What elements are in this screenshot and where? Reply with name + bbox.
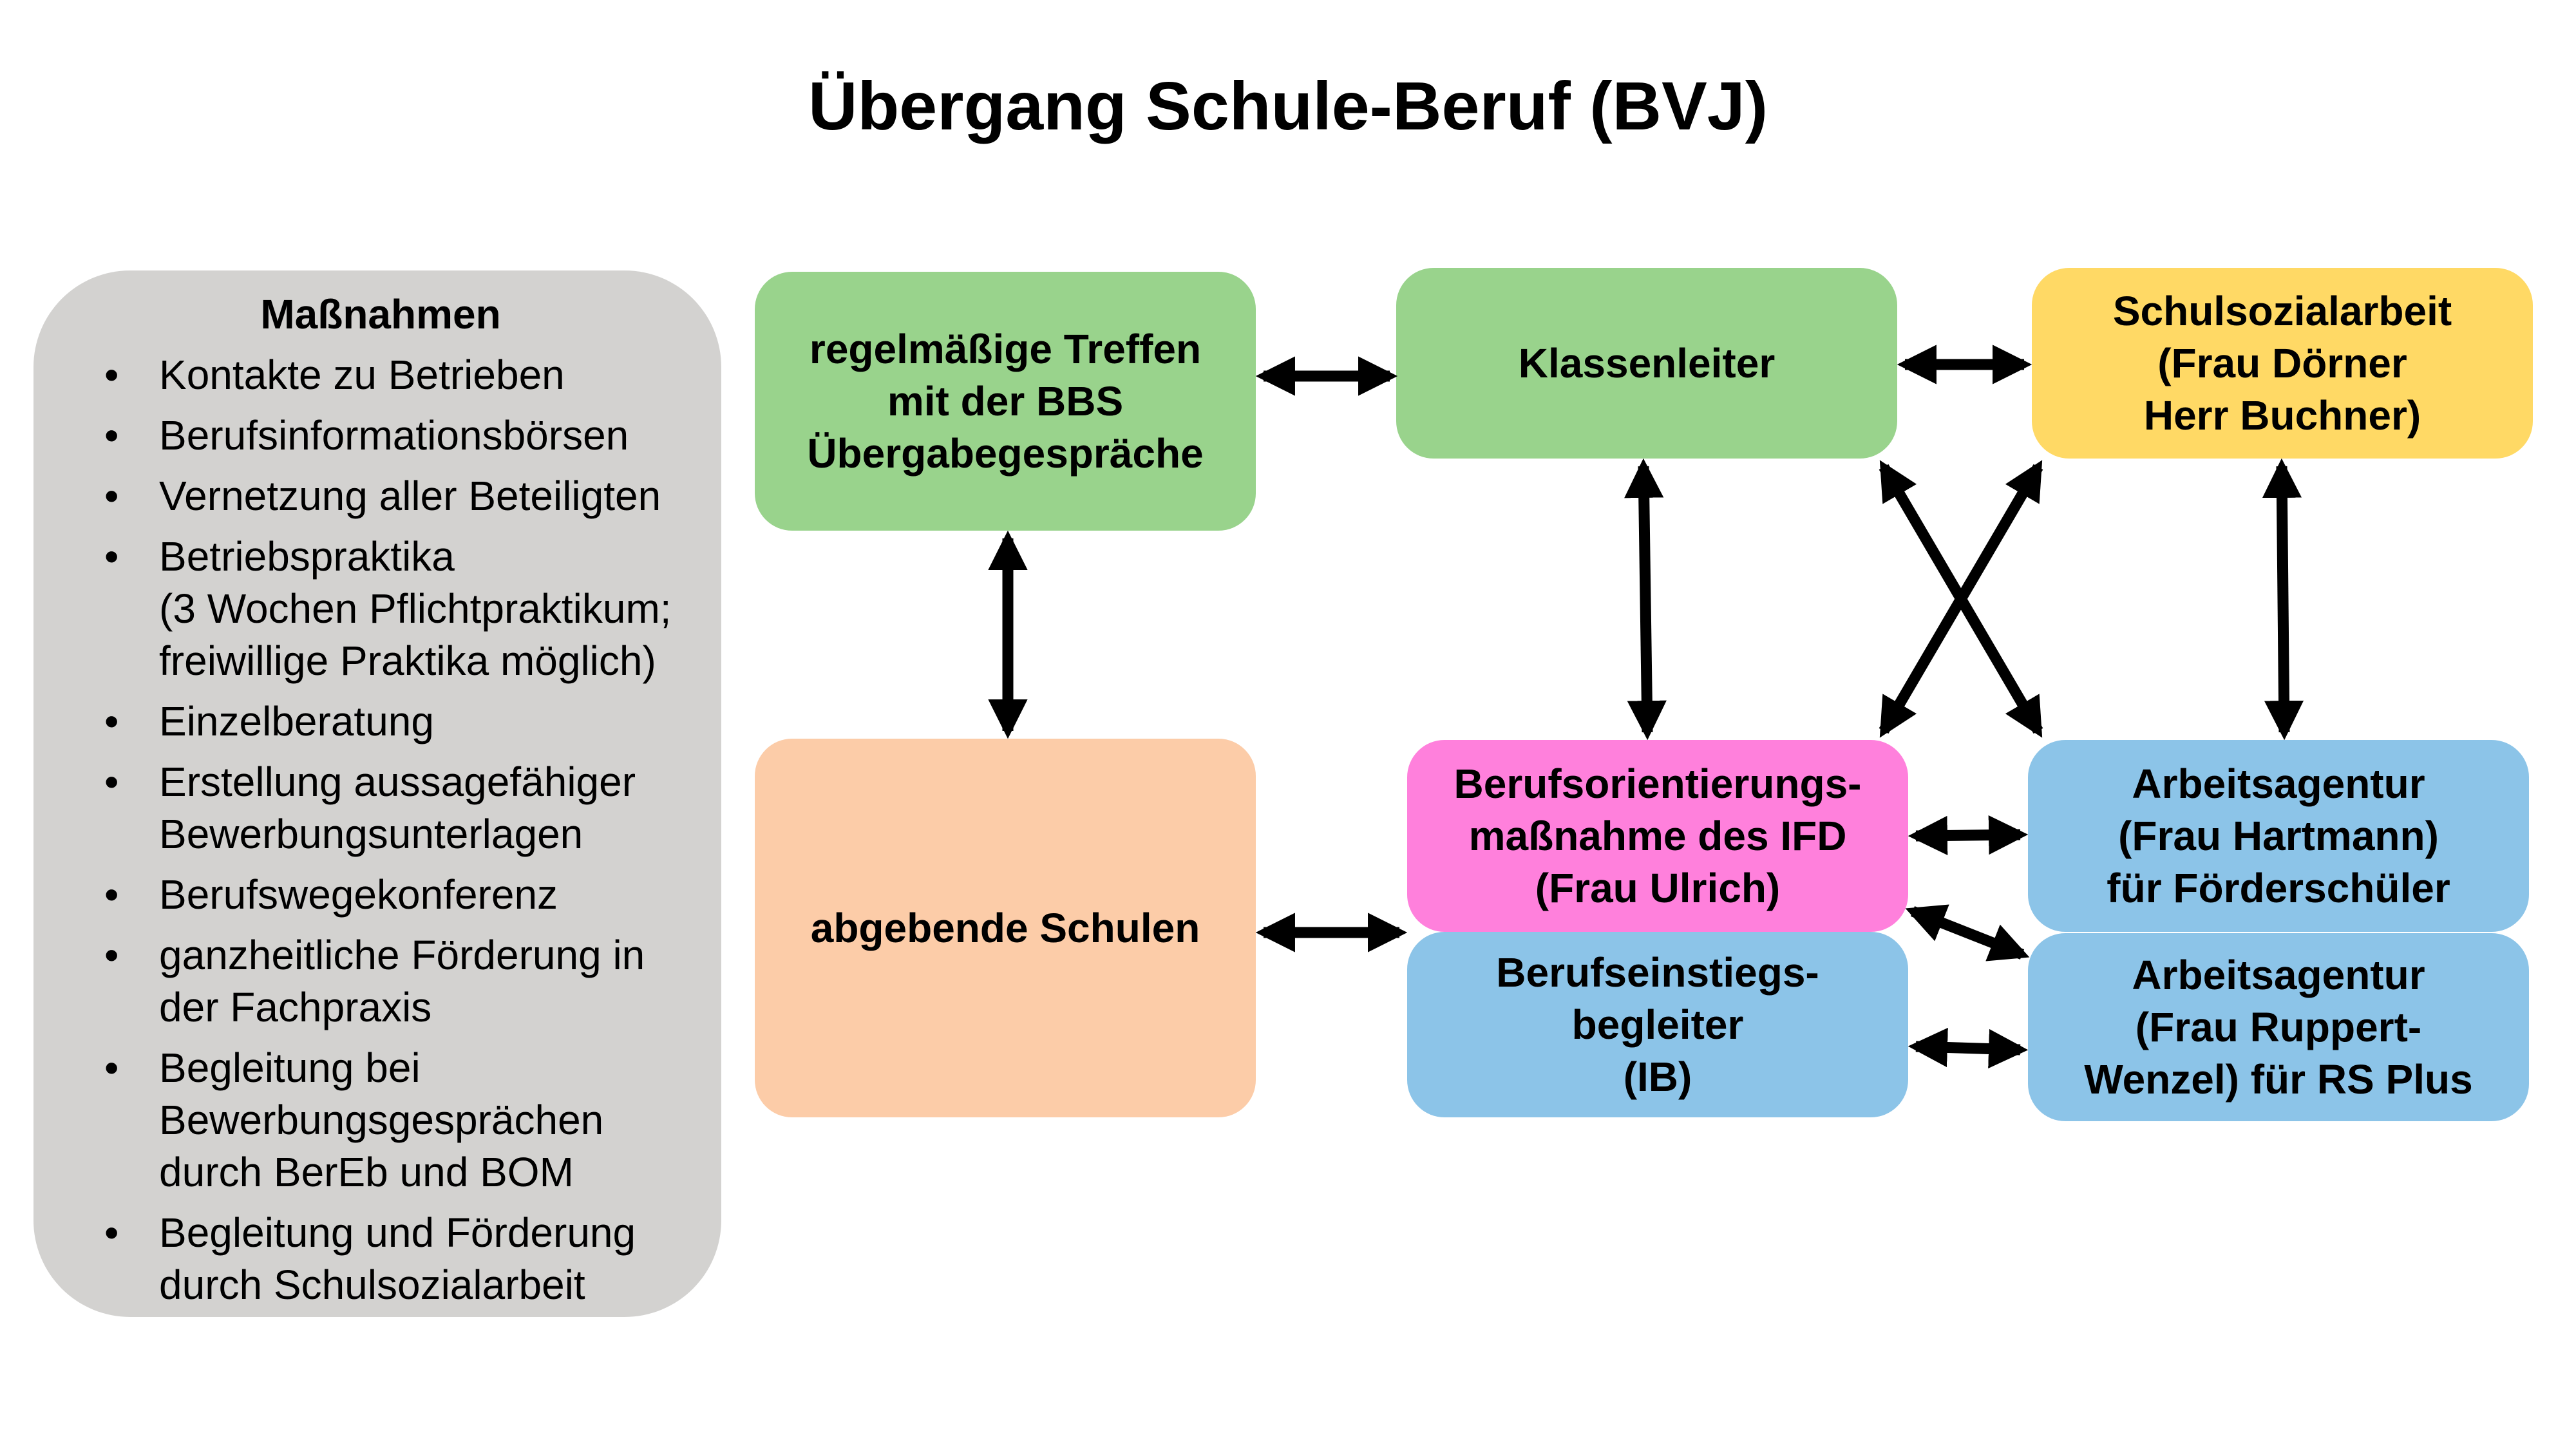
arrow-ifd-to-agency-hartmann bbox=[1908, 815, 2029, 855]
node-bbs-meetings: regelmäßige Treffen mit der BBS Übergabe… bbox=[755, 272, 1256, 531]
measure-item: • Erstellung aussagefähiger Bewerbungsunt… bbox=[85, 756, 676, 860]
bullet-icon: • bbox=[104, 698, 119, 744]
node-class-teacher: Klassenleiter bbox=[1396, 268, 1897, 459]
measures-panel: Maßnahmen • Kontakte zu Betrieben • Berufsi… bbox=[33, 270, 721, 1317]
measure-item: • ganzheitliche Förderung in der Fachprax… bbox=[85, 929, 676, 1034]
measure-item: • Berufswegekonferenz bbox=[85, 869, 676, 921]
node-sending-schools-label: abgebende Schulen bbox=[810, 904, 1200, 951]
bullet-icon: • bbox=[104, 412, 119, 459]
node-class-teacher-label: Klassenleiter bbox=[1518, 339, 1776, 386]
measure-item-text: Vernetzung aller Beteiligten bbox=[159, 473, 661, 519]
node-ifd: Berufsorientierungs- maßnahme des IFD (F… bbox=[1407, 740, 1908, 932]
measure-item: • Berufsinformationsbörsen bbox=[85, 410, 676, 462]
bullet-icon: • bbox=[104, 871, 119, 918]
node-entry-companion-label: Berufseinstiegs- begleiter (IB) bbox=[1496, 949, 1819, 1100]
measure-item: • Kontakte zu Betrieben bbox=[85, 349, 676, 401]
bullet-icon: • bbox=[104, 352, 119, 398]
node-bbs-meetings-label: regelmäßige Treffen mit der BBS Übergabe… bbox=[807, 325, 1204, 477]
measure-item-text: Kontakte zu Betrieben bbox=[159, 352, 565, 398]
bullet-icon: • bbox=[104, 1209, 119, 1256]
node-social-work-label: Schulsozialarbeit (Frau Dörner Herr Buch… bbox=[2112, 287, 2452, 439]
measure-item-text: ganzheitliche Förderung in der Fachpraxi… bbox=[159, 932, 645, 1030]
node-agency-hartmann: Arbeitsagentur (Frau Hartmann) für Förde… bbox=[2028, 740, 2529, 932]
measure-item-text: Begleitung bei Bewerbungsgesprächen durc… bbox=[159, 1045, 604, 1195]
measure-item: • Einzelberatung bbox=[85, 696, 676, 748]
arrow-ifd-to-agency-ruppert bbox=[1905, 904, 2030, 961]
node-agency-ruppert: Arbeitsagentur (Frau Ruppert- Wenzel) fü… bbox=[2028, 933, 2529, 1121]
node-agency-hartmann-label: Arbeitsagentur (Frau Hartmann) für Förde… bbox=[2107, 760, 2450, 911]
measure-item-text: Erstellung aussagefähiger Bewerbungsunte… bbox=[159, 759, 636, 857]
node-sending-schools: abgebende Schulen bbox=[755, 739, 1256, 1117]
page-title: Übergang Schule-Beruf (BVJ) bbox=[808, 68, 1768, 144]
arrow-social-work-to-agency-hartmann bbox=[2262, 458, 2304, 741]
measures-list: • Kontakte zu Betrieben • Berufsinformation… bbox=[85, 349, 676, 1311]
measure-item: • Betriebspraktika (3 Wochen Pflichtprakt… bbox=[85, 531, 676, 687]
measure-item-text: Berufsinformationsbörsen bbox=[159, 412, 629, 459]
measure-item: • Vernetzung aller Beteiligten bbox=[85, 470, 676, 522]
bullet-icon: • bbox=[104, 1045, 119, 1091]
node-ifd-label: Berufsorientierungs- maßnahme des IFD (F… bbox=[1454, 760, 1862, 911]
bullet-icon: • bbox=[104, 533, 119, 580]
bullet-icon: • bbox=[104, 932, 119, 978]
node-social-work: Schulsozialarbeit (Frau Dörner Herr Buch… bbox=[2032, 268, 2533, 459]
measure-item: • Begleitung bei Bewerbungsgesprächen dur… bbox=[85, 1042, 676, 1198]
bullet-icon: • bbox=[104, 473, 119, 519]
node-agency-ruppert-label: Arbeitsagentur (Frau Ruppert- Wenzel) fü… bbox=[2084, 951, 2473, 1103]
arrow-entry-companion-to-agency-ruppert bbox=[1908, 1027, 2029, 1069]
arrow-social-work-to-ifd bbox=[1879, 460, 2043, 738]
measure-item-text: Einzelberatung bbox=[159, 698, 434, 744]
measure-item-text: Berufswegekonferenz bbox=[159, 871, 558, 918]
measure-item-text: Begleitung und Förderung durch Schulsozi… bbox=[159, 1209, 636, 1308]
bullet-icon: • bbox=[104, 759, 119, 805]
measure-item-text: Betriebspraktika (3 Wochen Pflichtprakti… bbox=[159, 533, 672, 684]
measures-heading: Maßnahmen bbox=[260, 291, 501, 337]
measure-item: • Begleitung und Förderung durch Schulsoz… bbox=[85, 1207, 676, 1311]
arrow-class-teacher-to-ifd bbox=[1624, 458, 1667, 741]
node-entry-companion: Berufseinstiegs- begleiter (IB) bbox=[1407, 932, 1908, 1117]
